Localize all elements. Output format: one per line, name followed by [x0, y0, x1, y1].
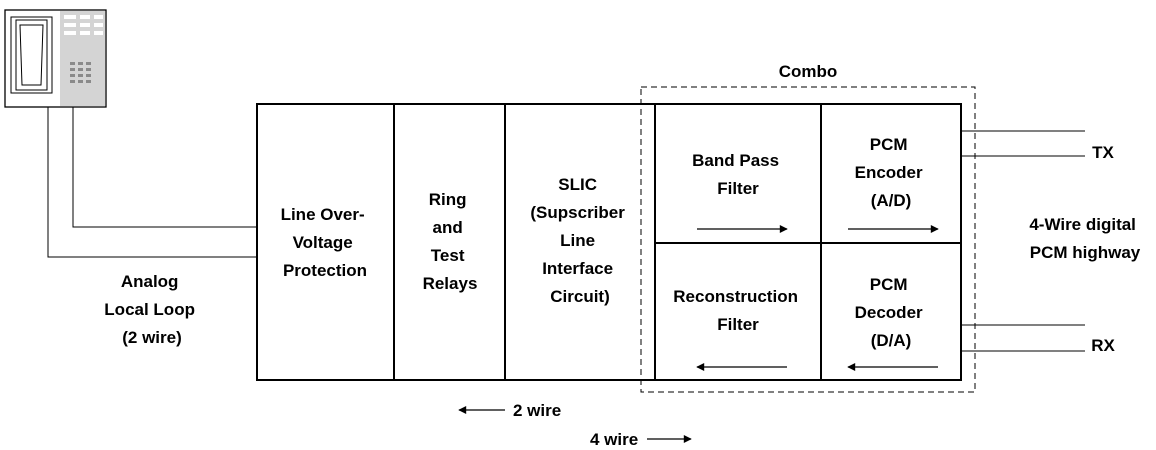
four-wire-label: 4 wire [590, 430, 638, 449]
combo-label: Combo [779, 62, 838, 81]
protection-label: Line Over- Voltage Protection [281, 205, 370, 280]
loop-wire-a [72, 107, 257, 228]
telephone-icon [4, 9, 107, 108]
loop-wire-b [47, 107, 257, 258]
reconstruction-filter-label: Reconstruction Filter [673, 287, 802, 334]
tx-label: TX [1092, 143, 1114, 162]
pcm-encoder-label: PCM Encoder (A/D) [855, 135, 928, 210]
slic-label: SLIC (Supscriber Line Interface Circuit) [530, 175, 629, 306]
relays-label: Ring and Test Relays [423, 190, 478, 293]
pcm-decoder-label: PCM Decoder (D/A) [855, 275, 928, 350]
digital-highway-label: 4-Wire digital PCM highway [1029, 215, 1140, 262]
band-pass-filter-label: Band Pass Filter [692, 151, 784, 198]
two-wire-label: 2 wire [513, 401, 561, 420]
combo-box [640, 86, 976, 393]
rx-label: RX [1091, 336, 1115, 355]
analog-loop-label: Analog Local Loop (2 wire) [104, 272, 199, 347]
